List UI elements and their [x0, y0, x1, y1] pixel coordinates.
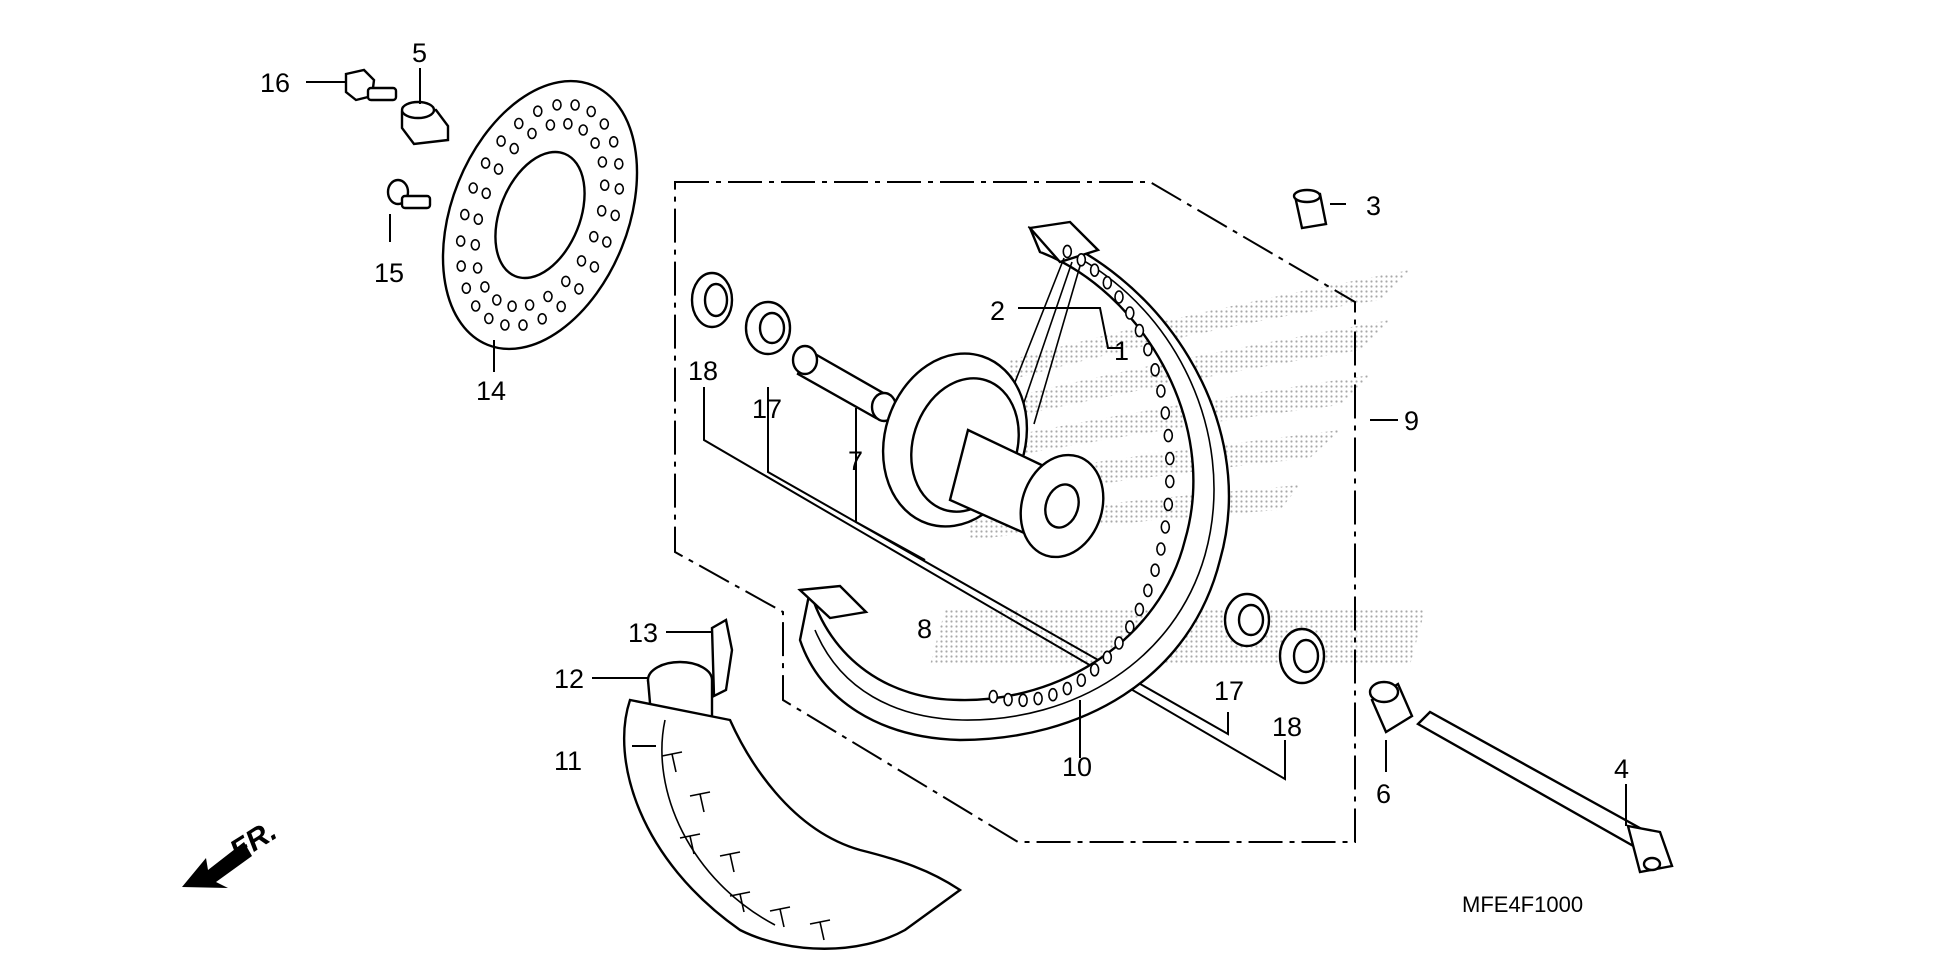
callout-9: 9: [1404, 406, 1419, 436]
tire-11: [623, 698, 963, 950]
callout-12: 12: [554, 664, 584, 694]
callouts: 16 5 15 14 3 2 1 9 18 17 7 8 10 17 18 13…: [260, 38, 1629, 809]
dust-seal-18-right: [1278, 627, 1326, 685]
callout-16: 16: [260, 68, 290, 98]
bearing-17-right: [1223, 592, 1271, 648]
distance-collar-7: [791, 344, 898, 423]
callout-15: 15: [374, 258, 404, 288]
bolt-15: [386, 178, 432, 210]
diagram-code: MFE4F1000: [1462, 892, 1583, 917]
leader-lines: [306, 68, 1627, 826]
callout-18-left: 18: [688, 356, 718, 386]
callout-5: 5: [412, 38, 427, 68]
alignment-lines: [703, 387, 1286, 781]
rim-band-13: [710, 618, 734, 698]
callout-10: 10: [1062, 752, 1092, 782]
dust-seal-18-left: [690, 271, 734, 329]
front-direction-arrow: [182, 842, 252, 888]
callout-11: 11: [554, 746, 582, 776]
bolt-16: [344, 68, 398, 102]
callout-17-right: 17: [1214, 676, 1244, 706]
callout-3: 3: [1366, 191, 1381, 221]
callout-8: 8: [917, 614, 932, 644]
axle-4: [1416, 710, 1674, 874]
side-collar-6: [1368, 680, 1414, 734]
callout-14: 14: [476, 376, 506, 406]
callout-7: 7: [848, 446, 863, 476]
hub-8: [881, 352, 1105, 559]
callout-13: 13: [628, 618, 658, 648]
callout-18-right: 18: [1272, 712, 1302, 742]
bearing-17-left: [744, 300, 792, 356]
callout-1: 1: [1114, 336, 1129, 366]
valve-cap-3: [1292, 188, 1328, 230]
callout-6: 6: [1376, 779, 1391, 809]
collar-5: [400, 100, 450, 146]
callout-17-left: 17: [752, 394, 782, 424]
callout-4: 4: [1614, 754, 1629, 784]
callout-2: 2: [990, 296, 1005, 326]
assembly-outline: [674, 181, 1356, 843]
rim-10: [797, 220, 1231, 742]
brake-disc-14: [441, 79, 639, 351]
